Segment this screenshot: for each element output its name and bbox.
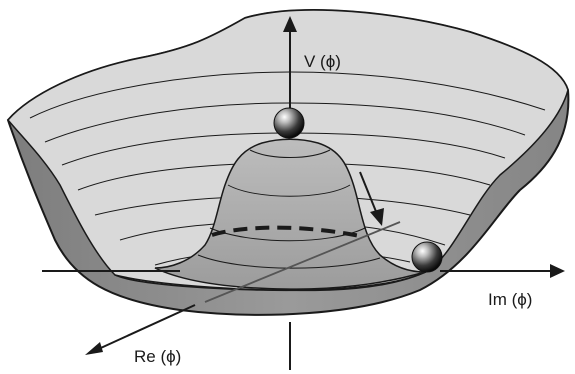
v-axis-arrowhead [283,16,297,32]
im-axis-label: Im (ϕ) [488,290,532,309]
rolling-arrowhead [370,208,384,226]
re-axis-arrowhead [85,342,103,355]
re-axis-inner [204,221,401,303]
valley-ring [114,269,431,292]
hump-ring-mid [227,184,351,197]
ball-in-valley [411,241,443,273]
hump-ring-top [249,149,331,158]
v-axis-label: V (ϕ) [304,52,341,71]
im-axis-arrowhead [550,264,565,278]
minimum-circle-dashed [211,225,361,238]
ball-on-top [273,107,305,139]
rolling-arrow [359,171,378,215]
re-axis-label: Re (ϕ) [134,347,181,366]
central-hump [154,138,426,290]
re-axis [91,304,196,353]
